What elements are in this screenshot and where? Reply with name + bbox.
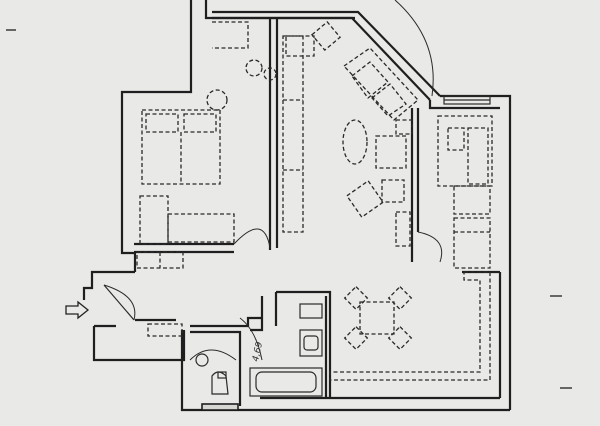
wardrobe [167, 213, 235, 243]
basin [195, 353, 209, 367]
bed-pillow [145, 113, 179, 133]
double-bed [141, 109, 221, 185]
entry-door-arc [103, 284, 136, 321]
bathtub [249, 367, 323, 397]
right-room-furniture [437, 115, 493, 269]
margin-marks [6, 29, 572, 389]
toilet [211, 371, 229, 395]
dining-table [359, 301, 395, 335]
doors [103, 0, 443, 361]
bed-pillow [183, 113, 217, 133]
corridor-items [147, 323, 239, 411]
kitchen-counter-l [329, 271, 491, 381]
wc-door-arc [189, 349, 237, 361]
interior-walls [134, 18, 500, 406]
desk-unit [437, 115, 493, 187]
entry-arrow-icon [65, 300, 90, 320]
balcony-door-arc [394, 0, 434, 97]
stool [453, 185, 491, 215]
small-cabinet [395, 211, 411, 247]
armchair [345, 179, 385, 219]
kitchen-counter [329, 271, 491, 381]
living-furniture [282, 35, 419, 247]
armchair [381, 179, 405, 203]
dresser [139, 195, 169, 245]
bedroom-door-arc [233, 228, 271, 249]
wall-unit [282, 35, 304, 233]
exterior-walls [82, 0, 512, 412]
dimension-label: 4,69 [251, 341, 265, 363]
lamp [206, 89, 228, 111]
vase [263, 67, 277, 81]
right-room-door-arc [417, 231, 443, 263]
shelf [147, 323, 183, 337]
cabinet [299, 303, 323, 319]
coffee-table [342, 119, 368, 165]
side-table [285, 35, 315, 57]
threshold [201, 403, 239, 411]
armchair [375, 135, 407, 169]
bedroom-furniture [136, 89, 235, 269]
bathroom-door-arc [239, 317, 263, 361]
diagonal-sofa [343, 47, 419, 121]
window [443, 95, 491, 105]
vase [245, 59, 263, 77]
single-bed [453, 217, 491, 269]
sink [299, 329, 323, 357]
bathroom [195, 303, 323, 397]
closet [212, 21, 249, 49]
